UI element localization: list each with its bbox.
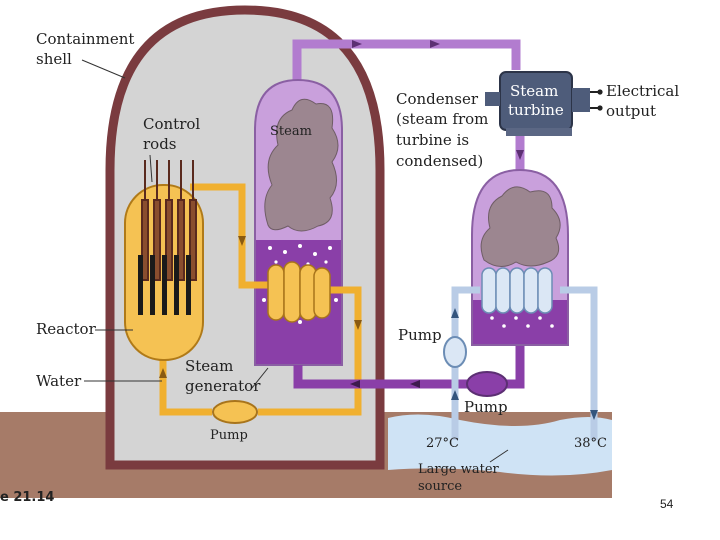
cooling-pump	[443, 336, 467, 368]
label-condenser-line4: condensed)	[396, 152, 484, 170]
electrical-terminal-1	[597, 89, 603, 95]
water-source	[388, 414, 612, 476]
primary-flow-arrow-3	[159, 368, 167, 378]
label-condenser-line2: (steam from	[396, 110, 489, 128]
label-electrical-line1: Electrical	[606, 82, 680, 100]
label-steam-gen-line1: Steam	[185, 357, 234, 375]
fuel-rods	[138, 255, 191, 315]
steam-cloud-condenser	[480, 186, 561, 267]
condensate-arrow-2	[410, 380, 420, 388]
control-rods	[141, 160, 197, 281]
label-steam-gen-line2: generator	[185, 377, 261, 395]
label-turbine-line1: Steam	[510, 82, 559, 100]
label-water: Water	[36, 372, 82, 390]
label-containment-line2: shell	[36, 50, 72, 68]
primary-loop-cold-leg	[258, 286, 362, 416]
label-containment-line1: Containment	[36, 30, 135, 48]
leader-lines	[81, 59, 509, 463]
condenser-coil	[481, 267, 553, 314]
label-water-source-line2: source	[418, 479, 463, 494]
label-pump-cooling: Pump	[398, 326, 442, 344]
label-electrical-line2: output	[606, 102, 657, 120]
cooling-water-out	[560, 286, 598, 440]
label-temp-out: 38°C	[574, 436, 607, 451]
steam-flow-arrow-2	[430, 40, 440, 48]
condensate-arrow-1	[350, 380, 360, 388]
steam-generator-coil	[267, 261, 331, 323]
cooling-arrow-down	[590, 410, 598, 420]
label-reactor: Reactor	[36, 320, 96, 338]
turbine-inlet	[485, 92, 500, 106]
steam-cloud-generator	[264, 98, 339, 232]
label-steam: Steam	[270, 124, 312, 139]
turbine-coupling	[572, 88, 590, 112]
label-temp-in: 27°C	[426, 436, 459, 451]
label-turbine-line2: turbine	[508, 101, 564, 119]
label-condenser-line3: turbine is	[396, 131, 470, 149]
primary-pump	[212, 400, 258, 424]
primary-flow-arrow-1	[238, 236, 246, 246]
steam-flow-arrow-1	[352, 40, 362, 48]
turbine-base	[506, 128, 572, 136]
page-number: 54	[660, 497, 674, 511]
steam-generator-bubbles	[262, 244, 338, 324]
label-pump-primary: Pump	[210, 428, 248, 443]
condenser-droplets	[490, 316, 554, 328]
figure-number: e 21.14	[0, 490, 55, 505]
condensate-pump	[466, 371, 508, 397]
label-control-line2: rods	[143, 135, 177, 153]
condensate-from-condenser	[505, 346, 525, 389]
cooling-arrow-up	[451, 308, 459, 318]
steam-flow-arrow-3	[516, 150, 524, 160]
electrical-terminal-2	[597, 105, 603, 111]
label-condenser-line1: Condenser	[396, 90, 479, 108]
steam-line-to-turbine	[292, 39, 521, 90]
primary-flow-arrow-2	[354, 320, 362, 330]
label-control-line1: Control	[143, 115, 201, 133]
label-pump-condensate: Pump	[464, 398, 508, 416]
cooling-arrow-up-2	[451, 390, 459, 400]
label-water-source-line1: Large water	[418, 462, 499, 477]
